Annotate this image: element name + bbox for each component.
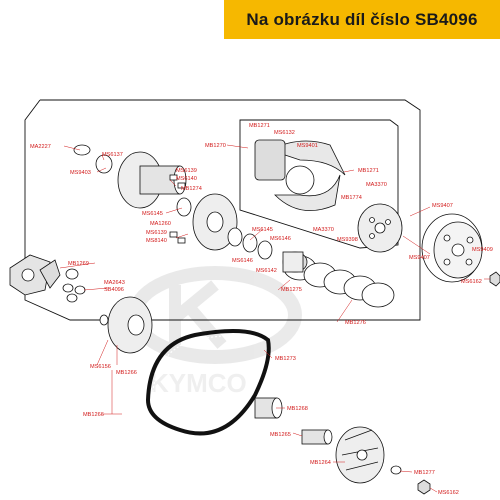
- part-label: MS9403: [70, 170, 91, 176]
- nut: [417, 271, 500, 495]
- part-label: MB1268: [287, 406, 308, 412]
- part-label: MB1274: [181, 186, 202, 192]
- part-label: MS6162: [438, 490, 459, 496]
- kymco-watermark: KYMCO: [128, 266, 302, 398]
- small-rings: [73, 144, 273, 260]
- part-label: MS6140: [176, 176, 197, 182]
- part-label: MA3370: [313, 227, 334, 233]
- part-label: MB1265: [270, 432, 291, 438]
- part-label: MA1260: [150, 221, 171, 227]
- part-label: MB1277: [414, 470, 435, 476]
- part-label: MS6137: [102, 152, 123, 158]
- assembly-frame: [24, 99, 421, 321]
- part-label: MB1271: [249, 123, 270, 129]
- movable-driven-face: [192, 193, 238, 251]
- variator-face: [99, 296, 153, 354]
- clutch-shoes: [254, 139, 346, 211]
- part-label: MS6132: [274, 130, 295, 136]
- part-label: MB1273: [275, 356, 296, 362]
- ramp-plate: [9, 254, 61, 296]
- watermark-text: KYMCO: [150, 368, 247, 398]
- clutch-bell: [421, 213, 483, 283]
- title-banner: Na obrázku díl číslo SB4096: [224, 0, 500, 39]
- part-label: MS6156: [90, 364, 111, 370]
- part-label: MS6139: [146, 230, 167, 236]
- part-label: SB4096: [104, 287, 124, 293]
- part-label: MB1269: [68, 261, 89, 267]
- clutch-plate: [357, 203, 403, 253]
- drive-shaft-sleeve: [301, 429, 333, 445]
- part-label: MS6142: [256, 268, 277, 274]
- part-label: MS9401: [297, 143, 318, 149]
- part-labels: MA2227 MS6137 MS9403 MS6139 MS6140 MB127…: [30, 123, 493, 496]
- roller-weights: [62, 268, 86, 303]
- part-label: MB1270: [205, 143, 226, 149]
- part-label: MB1271: [358, 168, 379, 174]
- guide-rollers: [169, 174, 186, 244]
- part-label: MS9398: [337, 237, 358, 243]
- part-label: MS6145: [142, 211, 163, 217]
- part-label: MS8140: [146, 238, 167, 244]
- part-label: MS6145: [252, 227, 273, 233]
- leader-lines: [59, 144, 490, 493]
- part-label: MB1266: [83, 412, 104, 418]
- part-label: MS9407: [432, 203, 453, 209]
- part-label: MB1264: [310, 460, 331, 466]
- spring-collar: [282, 251, 308, 273]
- part-label: MS6146: [270, 236, 291, 242]
- part-label: MS9409: [472, 247, 493, 253]
- part-label: MB1276: [345, 320, 366, 326]
- fan-washer: [390, 465, 402, 475]
- part-label: MS9407: [409, 255, 430, 261]
- page-title: Na obrázku díl číslo SB4096: [246, 9, 478, 29]
- part-label: MA2227: [30, 144, 51, 150]
- clutch-subframe: [239, 119, 399, 249]
- part-label: MB1266: [116, 370, 137, 376]
- part-label: MA3370: [366, 182, 387, 188]
- part-label: MS6146: [232, 258, 253, 264]
- drive-belt: [145, 329, 271, 436]
- part-label: MS6139: [176, 168, 197, 174]
- part-label: MB1275: [281, 287, 302, 293]
- part-label: MB1774: [341, 195, 362, 201]
- cooling-fan: [335, 426, 385, 484]
- part-label: MS6162: [461, 279, 482, 285]
- part-label: MA2643: [104, 280, 125, 286]
